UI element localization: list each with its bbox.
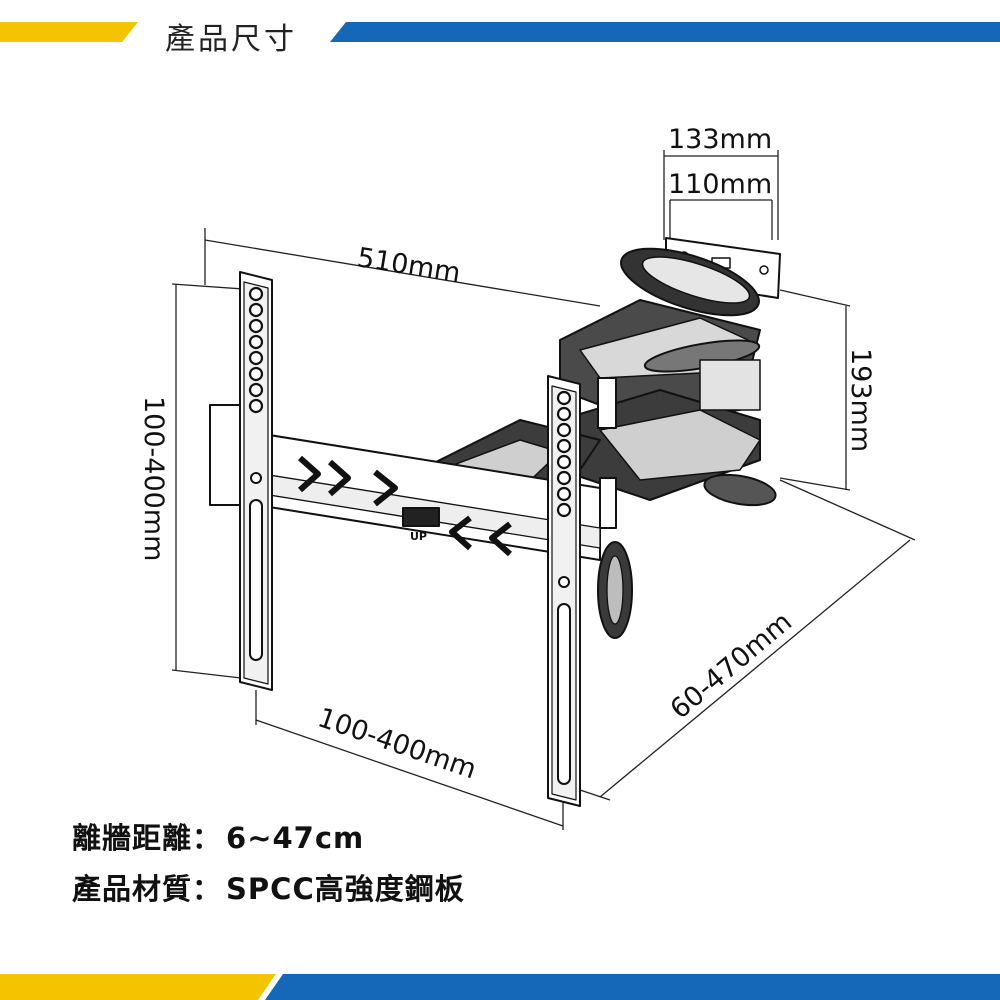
- width-dimension-line: [204, 239, 601, 307]
- spec-label: 離牆距離：: [72, 821, 223, 855]
- footer-band: [0, 974, 1000, 1000]
- right-vertical-rail: [547, 375, 581, 807]
- vesa-vertical-dimension-label: 100-400mm: [138, 396, 169, 561]
- arm-hub: [620, 247, 760, 317]
- footer-blue-stripe: [265, 974, 1000, 1000]
- extension-dimension-label: 60-470mm: [665, 606, 798, 725]
- wall-mount-bracket: UP: [209, 237, 781, 807]
- crossbar: [209, 404, 633, 639]
- spec-wall-distance: 離牆距離：6~47cm: [72, 815, 364, 857]
- top-outer-dimension-label: 133mm: [668, 124, 772, 155]
- spec-material: 產品材質：SPCC高強度鋼板: [72, 866, 465, 908]
- spec-value: 6~47cm: [226, 821, 365, 855]
- spec-label: 產品材質：: [72, 872, 223, 906]
- spec-value: SPCC高強度鋼板: [226, 872, 465, 906]
- page-title: 產品尺寸: [165, 22, 297, 57]
- top-inner-dimension-label: 110mm: [668, 169, 772, 200]
- extension-dimension-line: [599, 539, 911, 798]
- vesa-horizontal-dimension-label: 100-400mm: [314, 702, 481, 785]
- footer-yellow-stripe: [0, 974, 276, 1000]
- vesa-horizontal-dimension-line: [255, 719, 564, 827]
- width-dimension-label: 510mm: [355, 242, 463, 289]
- right-height-dimension-label: 193mm: [845, 348, 876, 452]
- header-yellow-stripe: [0, 22, 138, 42]
- left-vertical-rail: [239, 271, 273, 691]
- header-blue-stripe: [330, 22, 1000, 42]
- up-marker-label: UP: [410, 530, 427, 543]
- dimension-lines: [171, 150, 916, 830]
- header-band: [0, 22, 1000, 42]
